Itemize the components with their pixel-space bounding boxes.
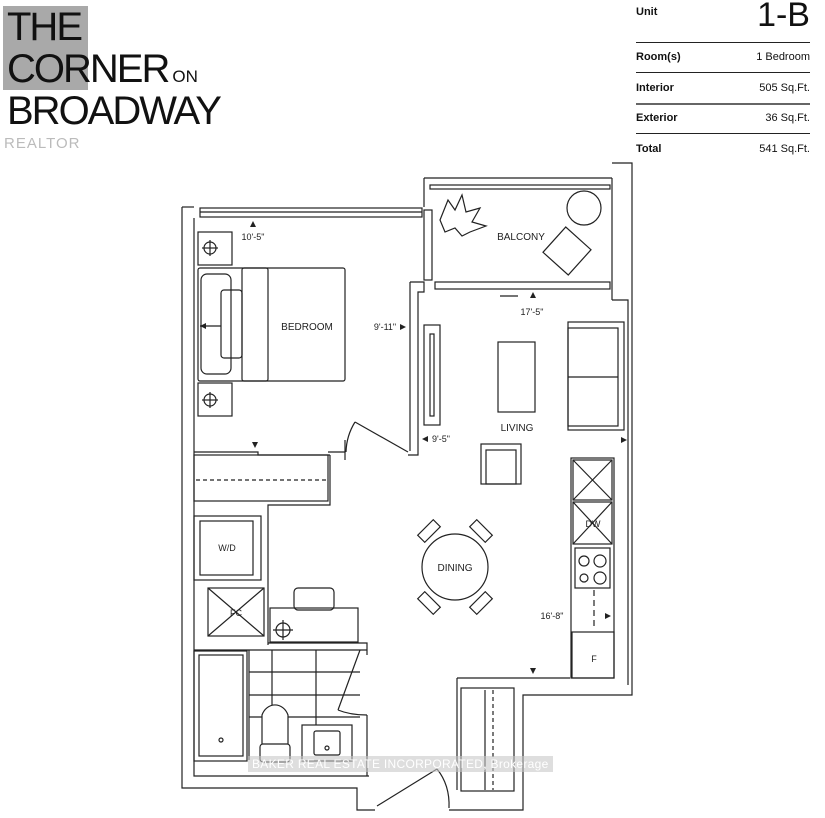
nightstand-bottom [197,382,233,417]
divider [636,42,810,43]
armchair [480,443,522,485]
sofa [567,321,625,431]
coffee-table [497,341,536,413]
spec-value: 36 Sq.Ft. [765,112,810,124]
dim-living-width: 17'-5" [521,307,544,317]
spec-label: Interior [636,82,674,94]
dimension-labels: 10'-5" 9'-11" 17'-5" 9'-5" 16'-8" [242,232,564,621]
desk [269,587,359,643]
dining-table [416,518,494,616]
spec-row-rooms: Room(s) 1 Bedroom [636,42,810,72]
dim-kitchen-length: 16'-8" [541,611,564,621]
logo-corner: CORNER [7,47,170,91]
logo-line-1: THE [7,5,83,49]
divider [636,72,810,73]
unit-label: Unit [636,6,658,18]
bed [197,267,346,382]
fridge [571,631,615,679]
logo-on: ON [172,67,198,86]
fan-coil [207,587,265,637]
balcony-plant-icon [439,193,488,237]
spec-value: 541 Sq.Ft. [759,143,810,155]
toilet [261,704,289,745]
dimension-arrows [200,221,627,674]
dim-living-depth: 9'-5" [432,434,450,444]
label-bedroom: BEDROOM [281,322,333,333]
dim-bedroom-depth: 9'-11" [374,322,396,332]
label-fridge: F [591,654,597,664]
spec-row-unit: Unit [636,0,736,36]
spec-row-interior: Interior 505 Sq.Ft. [636,73,810,103]
realtor-logo-badge [3,6,88,90]
windows [199,184,611,297]
cooktop [574,547,611,589]
interior-walls [193,281,570,792]
room-labels: BEDROOM BALCONY LIVING DINING W/D FC DW … [218,232,601,664]
brokerage-watermark: BAKER REAL ESTATE INCORPORATED, Brokerag… [248,756,553,772]
unit-value: 1-B [757,0,810,34]
dim-bedroom-width: 10'-5" [242,232,265,242]
bathroom [193,650,360,763]
spec-row-exterior: Exterior 36 Sq.Ft. [636,103,810,133]
nightstand-top [197,231,233,266]
spec-value: 505 Sq.Ft. [759,82,810,94]
spec-label: Total [636,143,662,155]
balcony-table [566,190,602,226]
spec-label: Room(s) [636,51,681,63]
washer-dryer [193,515,262,581]
logo-line-3: BROADWAY [7,89,222,133]
balcony-chair [542,226,592,276]
label-dining: DINING [438,563,473,574]
label-balcony: BALCONY [497,232,545,243]
realtor-watermark: REALTOR [4,135,81,152]
divider [636,133,810,134]
divider [636,103,810,105]
label-dishwasher: DW [586,519,601,529]
tv-console [423,324,441,426]
spec-label: Exterior [636,112,678,124]
spec-value: 1 Bedroom [756,51,810,63]
label-washer-dryer: W/D [218,543,236,553]
exterior-walls [181,162,633,811]
spec-row-total: Total 541 Sq.Ft. [636,134,810,164]
doors [337,421,450,809]
label-fan-coil: FC [230,608,242,618]
kitchen-counter [570,457,615,679]
label-living: LIVING [501,423,534,434]
